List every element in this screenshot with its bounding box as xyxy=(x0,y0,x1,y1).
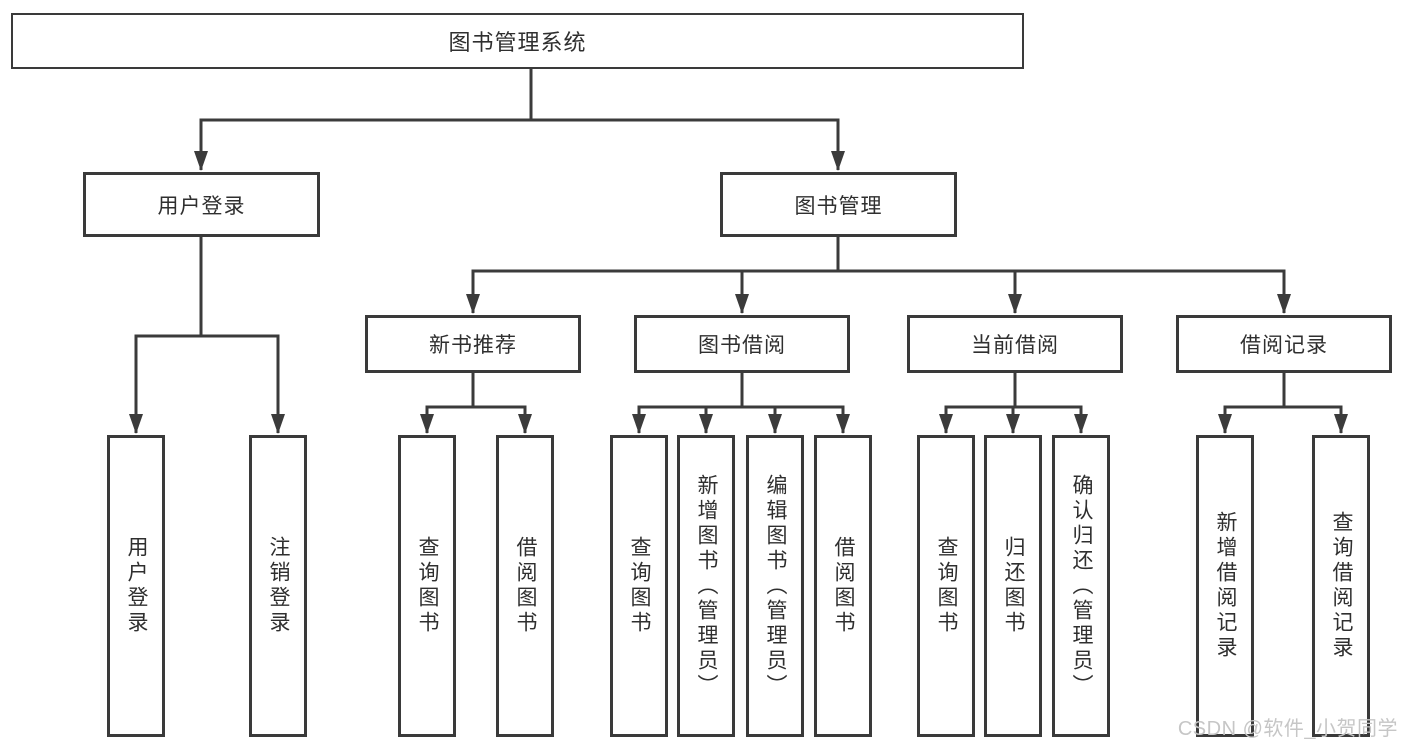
node-label: 图书借阅 xyxy=(698,334,786,357)
node-current-borrowing: 当前借阅 xyxy=(907,315,1123,373)
node-book-borrowing: 图书借阅 xyxy=(634,315,850,373)
node-library-system: 图书管理系统 xyxy=(11,13,1024,69)
leaf-add-book-admin: 新增图书（管理员） xyxy=(677,435,735,737)
leaf-borrow-books-recommend: 借阅图书 xyxy=(496,435,554,737)
leaf-label: 查询图书 xyxy=(628,536,652,636)
leaf-label: 注销登录 xyxy=(267,536,291,636)
node-label: 新书推荐 xyxy=(429,334,517,357)
leaf-return-books: 归还图书 xyxy=(984,435,1042,737)
node-label: 当前借阅 xyxy=(971,334,1059,357)
leaf-edit-book-admin: 编辑图书（管理员） xyxy=(746,435,804,737)
leaf-label: 查询借阅记录 xyxy=(1330,511,1354,661)
connector-arrows xyxy=(129,120,1348,434)
leaf-query-books-borrow: 查询图书 xyxy=(610,435,668,737)
node-borrowing-records: 借阅记录 xyxy=(1176,315,1392,373)
leaf-label: 编辑图书（管理员） xyxy=(764,473,788,699)
node-new-book-recommendation: 新书推荐 xyxy=(365,315,581,373)
node-label: 图书管理 xyxy=(794,194,883,218)
leaf-query-books-recommend: 查询图书 xyxy=(398,435,456,737)
leaf-label: 借阅图书 xyxy=(514,536,538,636)
leaf-query-borrow-record: 查询借阅记录 xyxy=(1312,435,1370,737)
leaf-label: 借阅图书 xyxy=(832,536,856,636)
leaf-label: 新增借阅记录 xyxy=(1214,511,1238,661)
node-book-management: 图书管理 xyxy=(720,172,957,237)
node-user-login: 用户登录 xyxy=(83,172,320,237)
leaf-label: 查询图书 xyxy=(416,536,440,636)
node-label: 用户登录 xyxy=(157,194,246,218)
leaf-label: 确认归还（管理员） xyxy=(1070,473,1094,699)
leaf-logout: 注销登录 xyxy=(249,435,307,737)
leaf-add-borrow-record: 新增借阅记录 xyxy=(1196,435,1254,737)
connector-rails xyxy=(134,69,1343,409)
leaf-label: 查询图书 xyxy=(935,536,959,636)
leaf-label: 新增图书（管理员） xyxy=(695,473,719,699)
node-label: 图书管理系统 xyxy=(448,30,587,55)
leaf-label: 归还图书 xyxy=(1002,536,1026,636)
leaf-confirm-return-admin: 确认归还（管理员） xyxy=(1052,435,1110,737)
leaf-borrow-books-borrow: 借阅图书 xyxy=(814,435,872,737)
leaf-query-books-current: 查询图书 xyxy=(917,435,975,737)
leaf-label: 用户登录 xyxy=(125,536,149,636)
node-label: 借阅记录 xyxy=(1240,334,1328,357)
watermark: CSDN @软件_小贺同学 xyxy=(1177,718,1398,740)
leaf-user-login: 用户登录 xyxy=(107,435,165,737)
